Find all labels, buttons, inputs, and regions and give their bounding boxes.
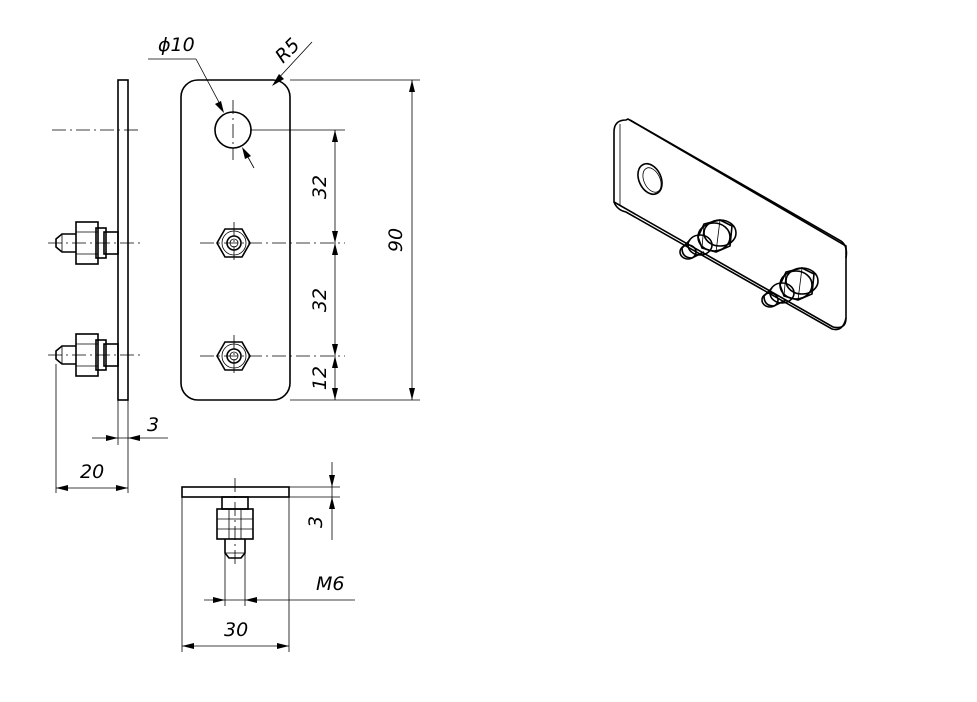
- iso-mounting-hole: [637, 162, 663, 196]
- plate-length-label: 90: [385, 228, 407, 252]
- bottom-view: 3 M6 30: [181, 462, 355, 652]
- plate-width-label: 30: [224, 619, 248, 641]
- dim-plate-thickness: 3: [92, 400, 168, 445]
- dim-bolt-projection: 20: [55, 364, 129, 493]
- isometric-view: [613, 118, 848, 331]
- front-plate: [180, 79, 291, 401]
- hole-diameter-label: ϕ10: [158, 34, 195, 56]
- side-view: 3 20: [48, 79, 168, 493]
- side-plate: [117, 79, 129, 401]
- dim-hole-diameter: ϕ10: [148, 34, 255, 169]
- dim-plate-length: 90: [290, 79, 420, 401]
- corner-radius-label: R5: [271, 34, 304, 67]
- bolt-projection-label: 20: [80, 461, 104, 483]
- bottom-stud: [216, 478, 254, 568]
- dim-plate-width: 30: [181, 497, 290, 652]
- pitch-bottom-label: 32: [309, 288, 331, 312]
- side-stud-upper: [48, 221, 142, 265]
- thread-size-label: M6: [316, 573, 344, 595]
- pitch-top-label: 32: [309, 175, 331, 199]
- dim-hole-pitch-chain: 32 32 12: [250, 129, 345, 401]
- iso-stud-lower: [761, 267, 819, 308]
- side-stud-lower: [48, 333, 142, 377]
- plate-thickness-bottom-label: 3: [305, 516, 327, 528]
- hex-nut-upper: [200, 222, 345, 264]
- iso-stud-upper: [679, 219, 737, 260]
- edge-offset-label: 12: [309, 366, 331, 390]
- dim-plate-thickness-bottom: 3: [289, 462, 340, 540]
- bottom-plate: [181, 486, 290, 498]
- dim-thread-size: M6: [204, 553, 355, 606]
- front-view: ϕ10 R5 32 32 12: [148, 34, 420, 401]
- dim-corner-radius: R5: [271, 34, 313, 86]
- hex-nut-lower: [200, 335, 345, 377]
- plate-thickness-label: 3: [147, 414, 159, 436]
